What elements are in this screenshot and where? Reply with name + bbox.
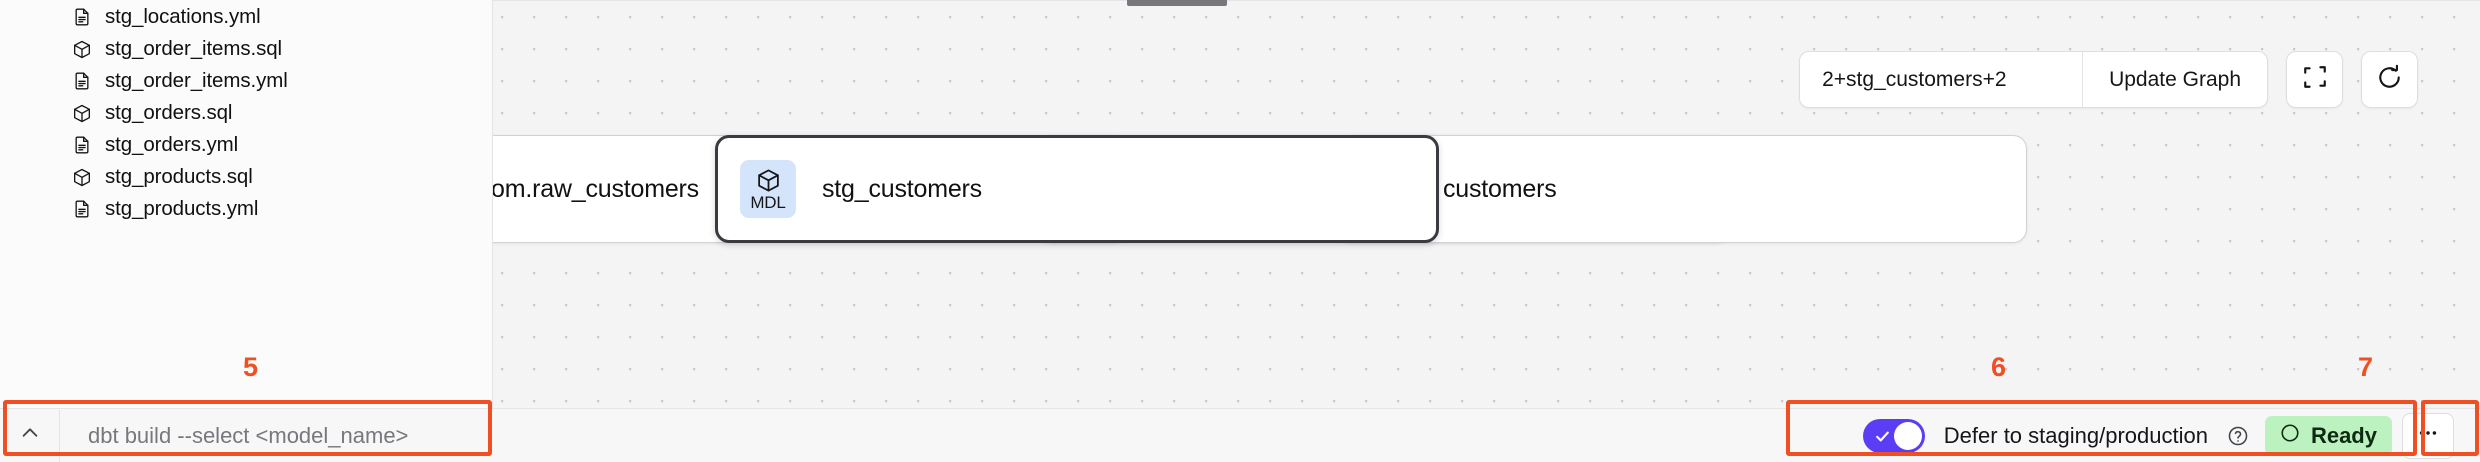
sql-model-cube-icon: [72, 103, 92, 123]
graph-node-stg-customers[interactable]: MDL stg_customers: [715, 135, 1439, 243]
refresh-graph-button[interactable]: [2361, 51, 2418, 108]
file-row[interactable]: stg_products.yml: [0, 193, 492, 225]
canvas-top-divider: [493, 0, 2480, 1]
status-group: Ready: [2264, 412, 2454, 459]
refresh-icon: [2376, 64, 2403, 96]
yml-file-icon: [72, 199, 92, 219]
update-graph-button[interactable]: Update Graph: [2082, 52, 2267, 107]
node-badge-label: MDL: [750, 193, 786, 212]
file-row[interactable]: stg_products.sql: [0, 161, 492, 193]
file-row-label: stg_products.sql: [105, 165, 253, 188]
annotation-number-7: 7: [2358, 352, 2374, 382]
file-tree-list: stg_locations.yml stg_order_items.sql stg_…: [0, 0, 492, 225]
file-row-label: stg_orders.sql: [105, 101, 233, 124]
status-circle-icon: [2280, 423, 2300, 448]
status-more-options-button[interactable]: [2402, 412, 2454, 459]
sql-model-cube-icon: [72, 167, 92, 187]
fullscreen-expand-icon: [2302, 64, 2328, 95]
command-bar-collapse-button[interactable]: [0, 409, 60, 462]
yml-file-icon: [72, 135, 92, 155]
more-horizontal-icon: [2417, 422, 2439, 449]
file-row[interactable]: stg_locations.yml: [0, 1, 492, 33]
node-label: customers: [1443, 174, 1557, 203]
graph-selector-input[interactable]: [1800, 52, 2083, 107]
active-tab-indicator: [1127, 0, 1227, 6]
file-row[interactable]: stg_orders.yml: [0, 129, 492, 161]
graph-toolbar: Update Graph: [1799, 51, 2418, 108]
defer-toggle[interactable]: [1862, 418, 1925, 453]
status-badge-ready[interactable]: Ready: [2264, 415, 2392, 456]
annotation-number-6: 6: [1991, 352, 2007, 382]
file-row-label: stg_locations.yml: [105, 5, 261, 28]
file-row-label: stg_orders.yml: [105, 133, 239, 156]
annotation-number-5: 5: [243, 352, 259, 382]
file-row[interactable]: stg_orders.sql: [0, 97, 492, 129]
fullscreen-button[interactable]: [2286, 51, 2343, 108]
file-explorer-sidebar: stg_locations.yml stg_order_items.sql stg_…: [0, 0, 493, 408]
yml-file-icon: [72, 7, 92, 27]
dbt-command-input[interactable]: [88, 422, 490, 449]
chevron-up-icon: [19, 422, 41, 449]
yml-file-icon: [72, 71, 92, 91]
command-input-wrapper: [60, 422, 490, 449]
graph-selector-group: Update Graph: [1799, 51, 2268, 108]
node-badge-mdl: MDL: [740, 160, 796, 218]
file-row-label: stg_order_items.sql: [105, 37, 282, 60]
check-icon: [1874, 428, 1891, 450]
file-row[interactable]: stg_order_items.sql: [0, 33, 492, 65]
toggle-knob: [1893, 421, 1922, 450]
lineage-graph-canvas[interactable]: Update Graph: [493, 0, 2480, 408]
file-row-label: stg_order_items.yml: [105, 69, 288, 92]
help-circle-icon[interactable]: [2227, 425, 2249, 447]
node-label: ecom.raw_customers: [493, 174, 699, 203]
status-badge-label: Ready: [2310, 422, 2377, 448]
bottom-status-bar: Defer to staging/production: [0, 408, 2480, 462]
defer-toggle-label: Defer to staging/production: [1943, 422, 2208, 448]
sql-model-cube-icon: [72, 39, 92, 59]
defer-toggle-group: Defer to staging/production: [1862, 418, 2249, 453]
file-row[interactable]: stg_order_items.yml: [0, 65, 492, 97]
status-bar-right: Defer to staging/production: [1862, 412, 2480, 459]
node-label: stg_customers: [822, 174, 982, 203]
graph-node-customers-semantic[interactable]: SEM customers: [1338, 135, 2027, 243]
file-row-label: stg_products.yml: [105, 197, 259, 220]
cube-icon: [756, 167, 781, 193]
